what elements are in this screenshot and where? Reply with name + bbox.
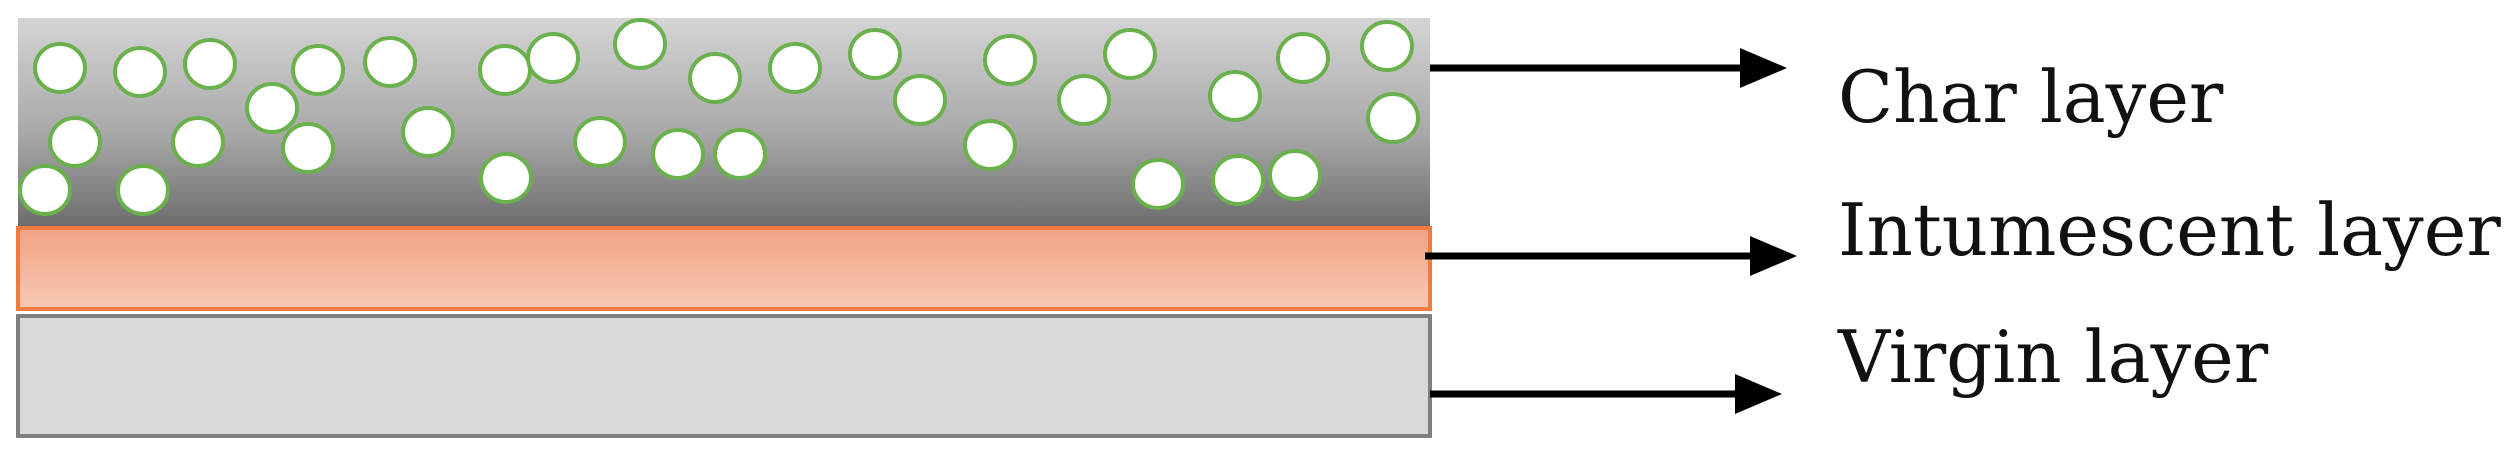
- char-layer-label: Char layer: [1838, 55, 2224, 139]
- intumescent-layer-label: Intumescent layer: [1838, 188, 2501, 272]
- char-bubble: [613, 18, 667, 70]
- virgin-layer-label: Virgin layer: [1837, 315, 2269, 399]
- char-bubble: [1211, 154, 1265, 206]
- char-bubble: [1103, 28, 1157, 80]
- char-bubble: [1057, 74, 1111, 126]
- virgin-arrow: [1430, 374, 1782, 414]
- char-bubble: [245, 82, 299, 134]
- char-bubble: [893, 74, 947, 126]
- char-bubble: [983, 34, 1037, 86]
- char-bubble: [651, 128, 705, 180]
- char-bubble: [183, 38, 237, 90]
- intumescent-arrow: [1425, 236, 1797, 276]
- char-bubble: [1360, 20, 1414, 72]
- char-bubble: [401, 106, 455, 158]
- char-bubble: [18, 164, 72, 216]
- char-layer: [18, 18, 1430, 230]
- virgin-layer: [16, 314, 1432, 438]
- intumescent-layer: [16, 226, 1432, 311]
- char-arrow: [1430, 48, 1787, 88]
- char-bubble: [573, 116, 627, 168]
- char-bubble: [479, 152, 533, 204]
- char-bubble: [713, 128, 767, 180]
- char-bubble: [48, 116, 102, 168]
- char-bubble: [1276, 32, 1330, 84]
- char-bubble: [113, 46, 167, 98]
- char-bubbles: [18, 18, 1420, 216]
- char-bubble: [171, 116, 225, 168]
- char-bubble: [33, 42, 87, 94]
- char-bubble: [1366, 92, 1420, 144]
- char-bubble: [848, 28, 902, 80]
- char-bubble: [363, 36, 417, 88]
- char-bubble: [1268, 149, 1322, 201]
- char-bubble: [478, 44, 532, 96]
- char-bubble: [768, 42, 822, 94]
- char-bubble: [526, 32, 580, 84]
- char-bubble: [1208, 70, 1262, 122]
- char-bubble: [281, 122, 335, 174]
- char-bubble: [1131, 158, 1185, 210]
- char-bubble: [291, 44, 345, 96]
- char-bubble: [963, 119, 1017, 171]
- char-bubble: [116, 164, 170, 216]
- char-bubble: [688, 52, 742, 104]
